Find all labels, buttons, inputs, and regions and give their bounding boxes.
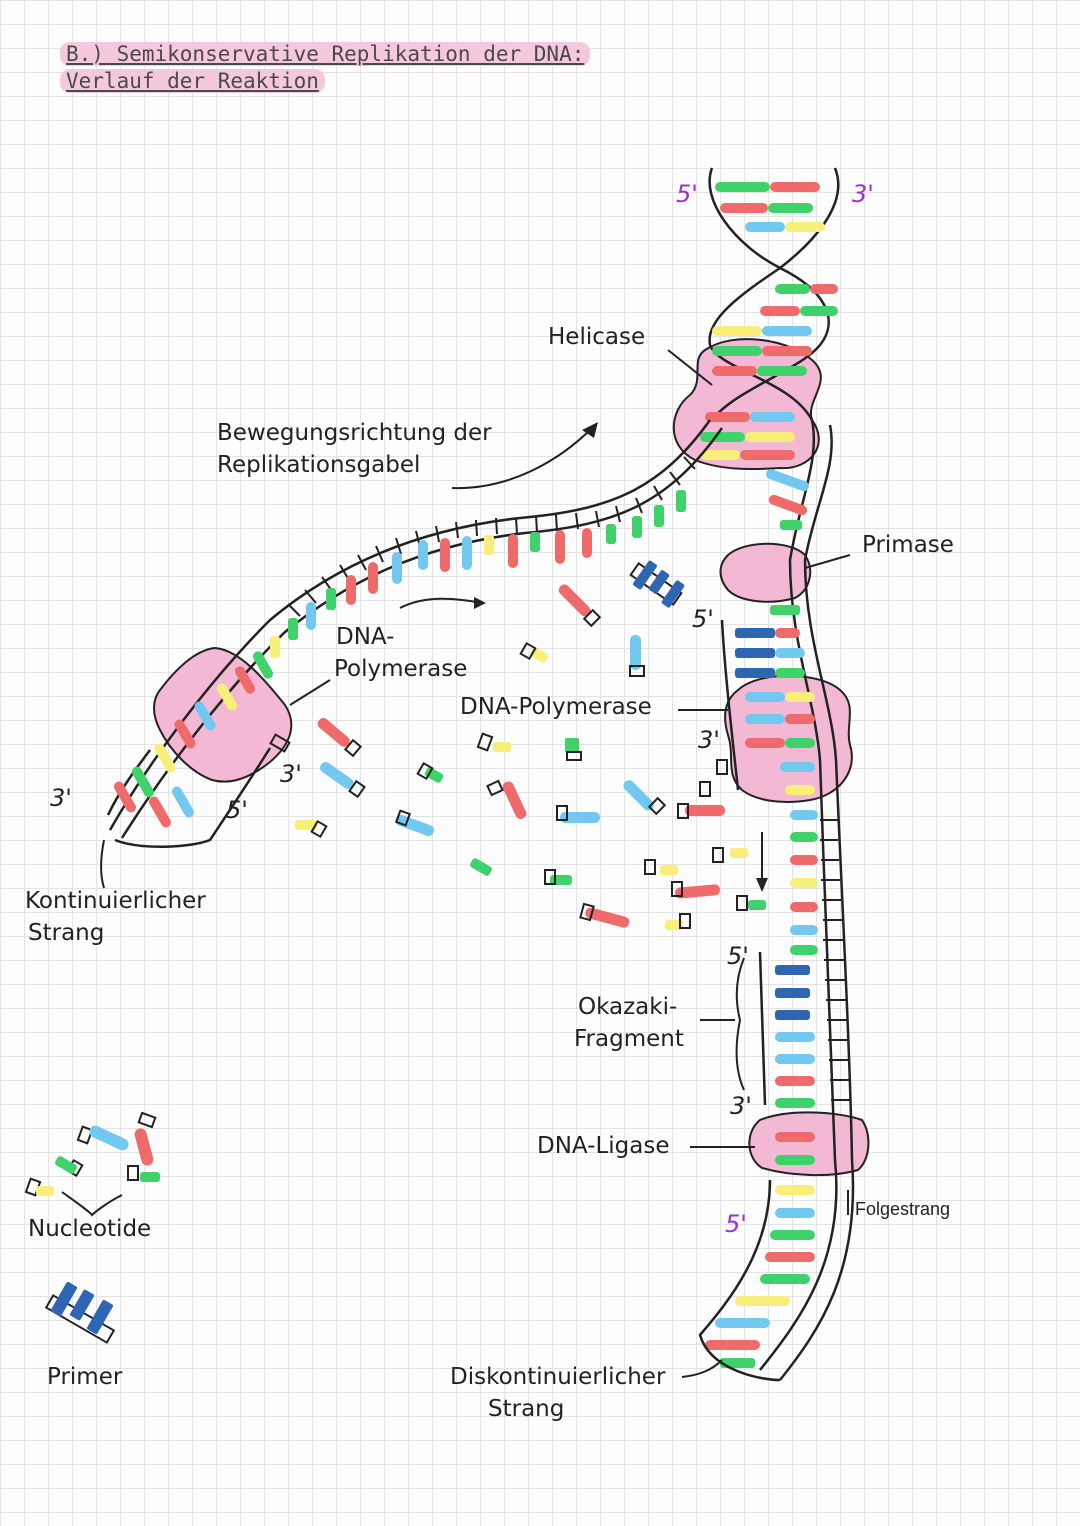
legend-primer — [44, 1282, 116, 1344]
label-continuous-line2: Strang — [28, 920, 105, 946]
label-polymerase-left-line1: DNA- — [336, 624, 395, 650]
end-label-3-fragment: 3' — [730, 1092, 752, 1120]
label-nucleotide: Nucleotide — [28, 1216, 152, 1242]
label-primer: Primer — [47, 1364, 123, 1390]
label-direction-line1: Bewegungsrichtung der — [217, 420, 492, 446]
end-label-5-left: 5' — [226, 796, 248, 824]
lagging-rungs — [820, 819, 851, 1101]
label-continuous-line1: Kontinuierlicher — [25, 888, 206, 914]
page-subtitle: Verlauf der Reaktion — [60, 69, 325, 93]
label-helicase: Helicase — [548, 324, 646, 350]
helix-top — [708, 167, 840, 421]
leading-template-bases — [270, 490, 686, 658]
label-discontinuous-line1: Diskontinuierlicher — [450, 1364, 666, 1390]
lagging-bases — [705, 469, 818, 1368]
annotation-lines — [100, 349, 851, 1378]
lagging-new-strand — [698, 619, 781, 1382]
end-label-3-top: 3' — [852, 180, 874, 208]
label-primase: Primase — [862, 532, 954, 558]
legend-nucleotides — [36, 1125, 160, 1217]
primase-enzyme — [719, 542, 812, 603]
label-okazaki-line1: Okazaki- — [578, 994, 678, 1020]
end-label-5-fragment: 5' — [727, 942, 749, 970]
end-label-5-bottom: 5' — [725, 1210, 747, 1238]
arrow-heads — [474, 422, 768, 892]
leading-new-strand — [106, 747, 272, 848]
helix-basepairs — [700, 182, 838, 460]
page-title: B.) Semikonservative Replikation der DNA… — [60, 42, 591, 66]
end-label-5-top: 5' — [676, 180, 698, 208]
end-label-3-polymerase: 3' — [280, 760, 302, 788]
end-label-5-primer: 5' — [692, 605, 714, 633]
label-direction-line2: Replikationsgabel — [217, 452, 421, 478]
label-polymerase-right: DNA-Polymerase — [460, 694, 652, 720]
polymerase-left-enzyme — [153, 646, 293, 783]
free-nucleotides — [295, 584, 766, 930]
leading-new-bases — [114, 651, 273, 828]
primer-fork — [629, 560, 685, 608]
lagging-template-strand — [759, 419, 855, 1381]
phosphate-groups — [24, 608, 748, 1197]
label-okazaki-line2: Fragment — [574, 1026, 684, 1052]
label-lagging-strand: Folgestrang — [855, 1199, 951, 1219]
label-polymerase-left-line2: Polymerase — [334, 656, 468, 682]
label-ligase: DNA-Ligase — [537, 1133, 670, 1159]
label-discontinuous-line2: Strang — [488, 1396, 565, 1422]
end-label-3-right: 3' — [698, 726, 720, 754]
end-label-3-left: 3' — [50, 784, 72, 812]
